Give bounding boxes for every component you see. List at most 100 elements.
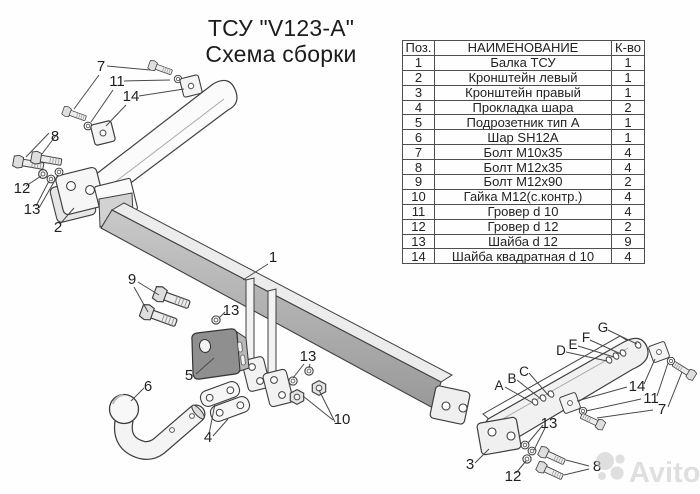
part-washer <box>288 376 298 386</box>
callout-13-right: 13 <box>541 415 558 432</box>
callout-5: 5 <box>185 367 193 384</box>
avito-watermark-text: Avito <box>629 457 700 489</box>
hole-label-d: D <box>556 343 566 358</box>
hole-label-c: C <box>519 364 529 379</box>
cell-pos: 13 <box>402 233 435 250</box>
callout-11-left: 11 <box>109 73 125 90</box>
cell-qty: 1 <box>611 129 645 146</box>
part-bolt-m10 <box>670 358 698 382</box>
cell-name: Подрозетник тип А <box>434 114 612 131</box>
cell-qty: 4 <box>611 159 645 176</box>
cell-qty: 1 <box>611 69 645 86</box>
title-model: ТСУ "V123-A" <box>207 15 355 41</box>
title-subtitle: Схема сборки <box>205 41 357 67</box>
drawing-title: ТСУ "V123-A" Схема сборки <box>150 15 412 67</box>
cell-qty: 4 <box>611 188 645 205</box>
cell-pos: 10 <box>402 188 435 205</box>
hole-label-g: G <box>598 320 609 335</box>
cell-name: Балка ТСУ <box>434 54 612 71</box>
callout-7-right: 7 <box>658 401 666 418</box>
cell-name: Гайка М12(с.контр.) <box>434 188 612 205</box>
cell-qty: 2 <box>611 218 645 235</box>
cell-pos: 9 <box>402 174 435 190</box>
beam-assembly <box>94 177 471 425</box>
cell-name: Гровер d 12 <box>434 218 612 235</box>
callout-12-left: 12 <box>14 180 31 197</box>
callout-13-left: 13 <box>24 201 41 218</box>
callout-11-right: 11 <box>643 390 659 407</box>
part-spring-washer <box>522 454 532 464</box>
cell-name: Шар SH12A <box>434 129 612 146</box>
cell-pos: 12 <box>402 218 435 235</box>
callout-7-left: 7 <box>97 58 105 75</box>
right-bracket-bar <box>481 337 649 452</box>
col-header-name: НАИМЕНОВАНИЕ <box>434 40 612 56</box>
callout-13-mid-a: 13 <box>223 302 240 319</box>
cell-name: Гровер d 10 <box>434 203 612 220</box>
cell-pos: 4 <box>402 99 435 116</box>
part-square-washer <box>178 73 204 99</box>
part-nut-m12 <box>311 380 327 396</box>
callout-8-right: 8 <box>593 458 601 475</box>
callout-13-mid-b: 13 <box>300 348 317 365</box>
part-square-washer <box>89 119 117 147</box>
col-header-qty: К-во <box>611 40 645 56</box>
hitch-ball-assembly <box>108 284 327 460</box>
part-washer <box>520 440 530 450</box>
callout-2: 2 <box>54 219 62 236</box>
part-bolt-m12x90 <box>151 284 193 313</box>
col-header-pos: Поз. <box>402 40 435 56</box>
callout-6: 6 <box>144 378 152 395</box>
cell-name: Болт М12х35 <box>434 159 612 176</box>
hole-label-f: F <box>582 330 590 345</box>
part-nut-m12 <box>289 389 305 405</box>
cell-name: Шайба d 12 <box>434 233 612 250</box>
cell-pos: 14 <box>402 248 435 265</box>
callout-14-right: 14 <box>629 378 646 395</box>
part-square-washer <box>647 340 671 364</box>
cell-pos: 2 <box>402 69 435 86</box>
cell-qty: 2 <box>611 99 645 116</box>
callout-14-left: 14 <box>123 88 140 105</box>
cell-name: Шайба квадратная d 10 <box>434 248 612 265</box>
hole-label-e: E <box>568 337 577 352</box>
callout-3: 3 <box>466 456 474 473</box>
left-bracket-assembly <box>11 59 238 223</box>
cell-pos: 8 <box>402 159 435 176</box>
cell-name: Кронштейн левый <box>434 69 612 86</box>
cell-name: Болт М12х90 <box>434 174 612 190</box>
part-washer <box>304 366 314 376</box>
callout-12-right: 12 <box>505 468 522 485</box>
cell-qty: 4 <box>611 144 645 161</box>
cell-name: Прокладка шара <box>434 99 612 116</box>
cell-pos: 1 <box>402 54 435 71</box>
cell-qty: 1 <box>611 84 645 101</box>
cell-name: Кронштейн правый <box>434 84 612 101</box>
cell-qty: 2 <box>611 174 645 190</box>
callout-9: 9 <box>128 271 136 288</box>
callout-leader-lines <box>25 65 683 476</box>
right-bracket-assembly <box>476 335 698 483</box>
callout-10: 10 <box>334 411 351 428</box>
hole-label-b: B <box>507 371 516 386</box>
cell-qty: 1 <box>611 54 645 71</box>
callout-1: 1 <box>269 249 277 266</box>
cell-name: Болт М10х35 <box>434 144 612 161</box>
cell-qty: 9 <box>611 233 645 250</box>
part-bolt-m10 <box>578 410 607 432</box>
tow-ball <box>108 393 140 425</box>
